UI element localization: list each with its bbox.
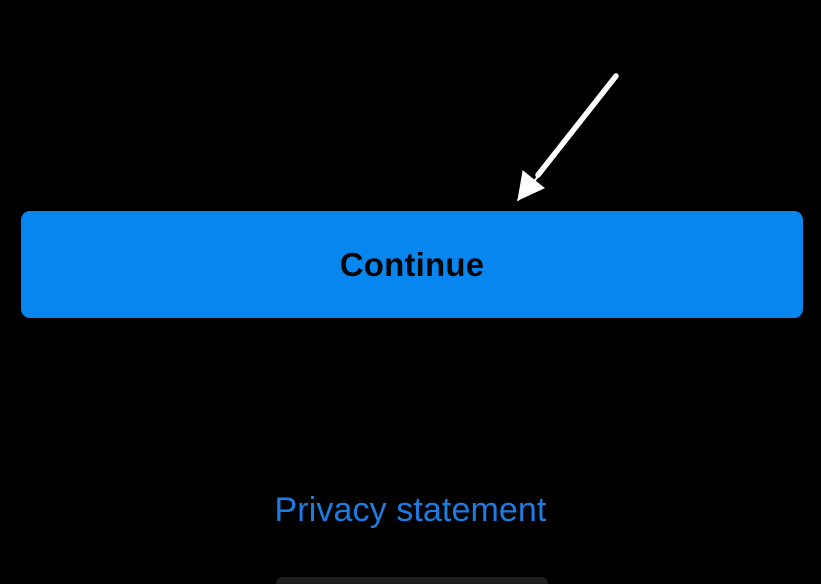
privacy-statement-link[interactable]: Privacy statement [274, 491, 547, 529]
system-navigation-bar [276, 577, 548, 584]
continue-button-label: Continue [339, 246, 485, 283]
continue-button[interactable]: Continue [21, 211, 803, 318]
